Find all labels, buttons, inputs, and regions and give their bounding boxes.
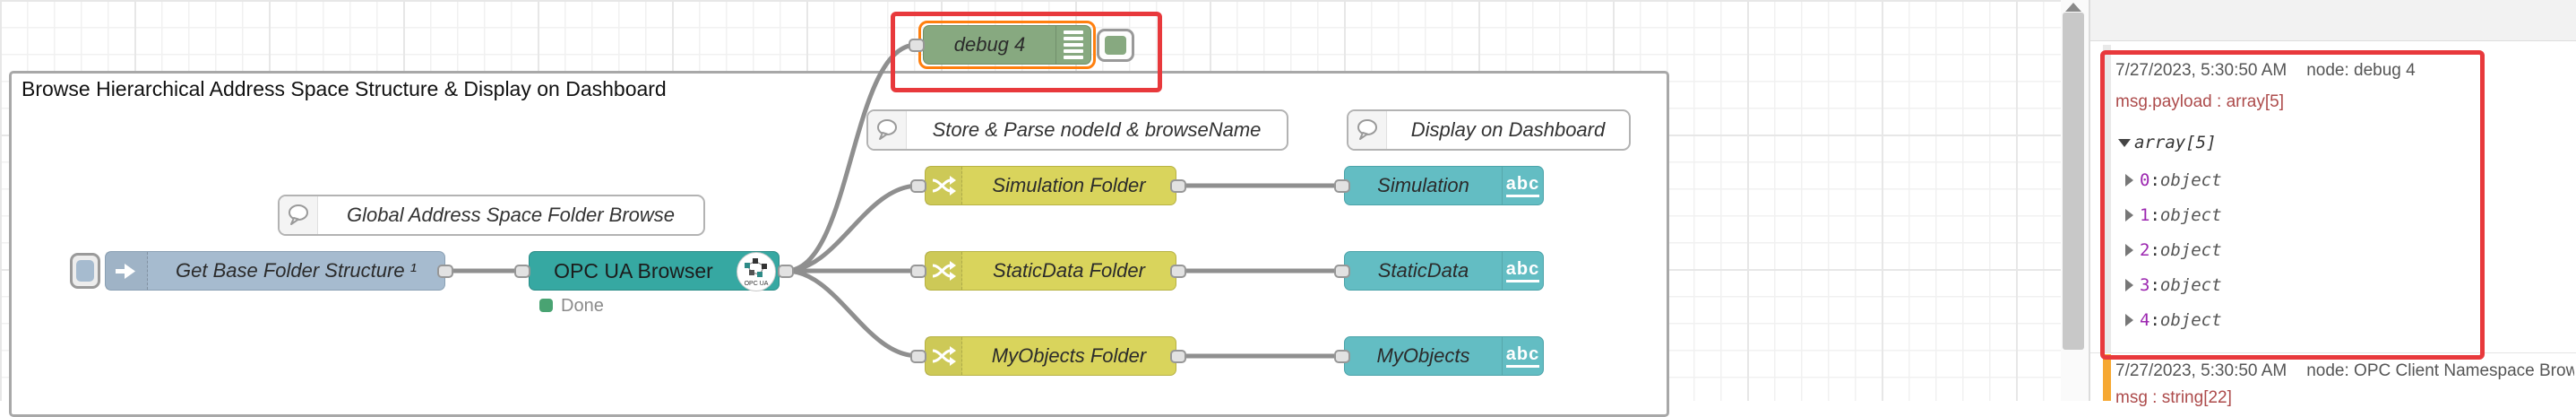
comment-bubble-icon xyxy=(1348,111,1387,149)
port-output[interactable] xyxy=(437,265,453,278)
abc-text-icon: abc xyxy=(1502,252,1543,290)
port-input[interactable] xyxy=(910,179,926,193)
canvas-scrollbar-thumb[interactable] xyxy=(2063,13,2084,350)
annotation-rect-debug-node xyxy=(891,12,1162,92)
abc-text-icon: abc xyxy=(1502,167,1543,204)
switch-node-staticdata[interactable]: StaticData Folder xyxy=(925,251,1176,291)
collapse-triangle-icon[interactable] xyxy=(2118,138,2131,147)
debug-message-border xyxy=(2103,45,2111,352)
inject-arrow-icon xyxy=(106,252,148,290)
comment-bubble-icon xyxy=(868,111,907,149)
node-status-text: Done xyxy=(561,296,604,316)
debug-tree-item[interactable]: 1: object xyxy=(2125,205,2222,225)
wire[interactable] xyxy=(785,268,919,359)
switch-shuffle-icon xyxy=(926,252,962,290)
port-input[interactable] xyxy=(910,265,926,278)
port-output[interactable] xyxy=(1170,265,1186,278)
debug-message-node: node: OPC Client Namespace Brow xyxy=(2306,361,2574,380)
switch-node-myobjects[interactable]: MyObjects Folder xyxy=(925,336,1176,376)
port-input[interactable] xyxy=(1334,265,1350,278)
debug-node[interactable]: debug 4 xyxy=(923,25,1091,65)
debug-list-icon xyxy=(1055,26,1090,64)
switch-node-simulation[interactable]: Simulation Folder xyxy=(925,166,1176,205)
switch-node-label: MyObjects Folder xyxy=(991,344,1147,367)
uitext-node-label: Simulation xyxy=(1377,174,1469,196)
debug-tree-item[interactable]: 3: object xyxy=(2125,275,2222,295)
debug-message-node: node: debug 4 xyxy=(2306,61,2416,80)
annotation-rect-debug-message xyxy=(2100,50,2485,360)
debug-tree-item[interactable]: 0: object xyxy=(2125,170,2222,190)
debug-message-meta: 7/27/2023, 5:30:50 AM node: OPC Client Na… xyxy=(2115,361,2574,381)
switch-shuffle-icon xyxy=(926,337,962,375)
comment-node-display-dashboard[interactable]: Display on Dashboard xyxy=(1347,109,1631,151)
abc-text-icon: abc xyxy=(1502,337,1543,375)
node-status-dot xyxy=(539,299,553,312)
comment-bubble-icon xyxy=(280,196,318,234)
port-input[interactable] xyxy=(910,350,926,363)
comment-label: Display on Dashboard xyxy=(1410,118,1606,141)
debug-message-path: msg : string[22] xyxy=(2115,388,2232,407)
debug-message-meta: 7/27/2023, 5:30:50 AM node: debug 4 xyxy=(2115,61,2416,81)
port-input[interactable] xyxy=(514,265,530,278)
inject-node-label: Get Base Folder Structure ¹ xyxy=(176,259,417,282)
port-output[interactable] xyxy=(1170,179,1186,193)
debug-enable-toggle[interactable] xyxy=(1097,29,1134,62)
scroll-up-arrow-icon[interactable] xyxy=(2065,3,2081,12)
debug-message-border-highlight xyxy=(2103,354,2111,401)
debug-tree-root[interactable]: array[5] xyxy=(2118,133,2217,152)
port-input[interactable] xyxy=(909,39,925,52)
opcua-browser-label: OPC UA Browser xyxy=(554,258,713,282)
comment-label: Global Address Space Folder Browse xyxy=(346,204,676,226)
inject-button-fill xyxy=(76,260,94,282)
port-input[interactable] xyxy=(1334,179,1350,193)
wire[interactable] xyxy=(785,183,919,274)
switch-shuffle-icon xyxy=(926,167,962,204)
debug-message-timestamp: 7/27/2023, 5:30:50 AM xyxy=(2115,61,2287,80)
port-input[interactable] xyxy=(1334,350,1350,363)
uitext-node-label: MyObjects xyxy=(1376,344,1470,367)
debug-toggle-fill xyxy=(1105,36,1126,55)
port-output[interactable] xyxy=(1170,350,1186,363)
message-separator xyxy=(2090,352,2576,353)
expand-triangle-icon[interactable] xyxy=(2125,314,2133,326)
group-title: Browse Hierarchical Address Space Struct… xyxy=(22,77,667,100)
inject-node[interactable]: Get Base Folder Structure ¹ xyxy=(105,251,445,291)
debug-message-path: msg.payload : array[5] xyxy=(2115,92,2284,111)
opcua-browser-node[interactable]: OPC UA Browser xyxy=(529,251,780,291)
uitext-node-simulation[interactable]: Simulation abc xyxy=(1344,166,1544,205)
comment-node-store-parse[interactable]: Store & Parse nodeId & browseName xyxy=(866,109,1288,151)
expand-triangle-icon[interactable] xyxy=(2125,209,2133,222)
wire-layer xyxy=(445,42,1342,359)
port-output[interactable] xyxy=(778,265,794,278)
uitext-node-staticdata[interactable]: StaticData abc xyxy=(1344,251,1544,291)
debug-message-timestamp: 7/27/2023, 5:30:50 AM xyxy=(2115,361,2287,380)
uitext-node-label: StaticData xyxy=(1377,259,1469,282)
debug-tree-item[interactable]: 2: object xyxy=(2125,240,2222,260)
uitext-node-myobjects[interactable]: MyObjects abc xyxy=(1344,336,1544,376)
expand-triangle-icon[interactable] xyxy=(2125,244,2133,256)
comment-label: Store & Parse nodeId & browseName xyxy=(932,118,1262,141)
debug-sidebar-header xyxy=(2090,0,2576,41)
expand-triangle-icon[interactable] xyxy=(2125,279,2133,291)
opcua-icon-caption: OPC UA xyxy=(745,281,769,287)
switch-node-label: Simulation Folder xyxy=(992,174,1146,196)
expand-triangle-icon[interactable] xyxy=(2125,174,2133,187)
inject-trigger-button[interactable] xyxy=(70,253,100,289)
sidebar-divider[interactable] xyxy=(2089,0,2090,401)
comment-node-global-browse[interactable]: Global Address Space Folder Browse xyxy=(278,195,705,236)
opcua-logo-icon: OPC UA xyxy=(737,252,776,291)
debug-sidebar xyxy=(2090,0,2576,401)
debug-tree-item[interactable]: 4: object xyxy=(2125,310,2222,330)
debug-node-label: debug 4 xyxy=(953,33,1026,56)
switch-node-label: StaticData Folder xyxy=(993,259,1145,282)
